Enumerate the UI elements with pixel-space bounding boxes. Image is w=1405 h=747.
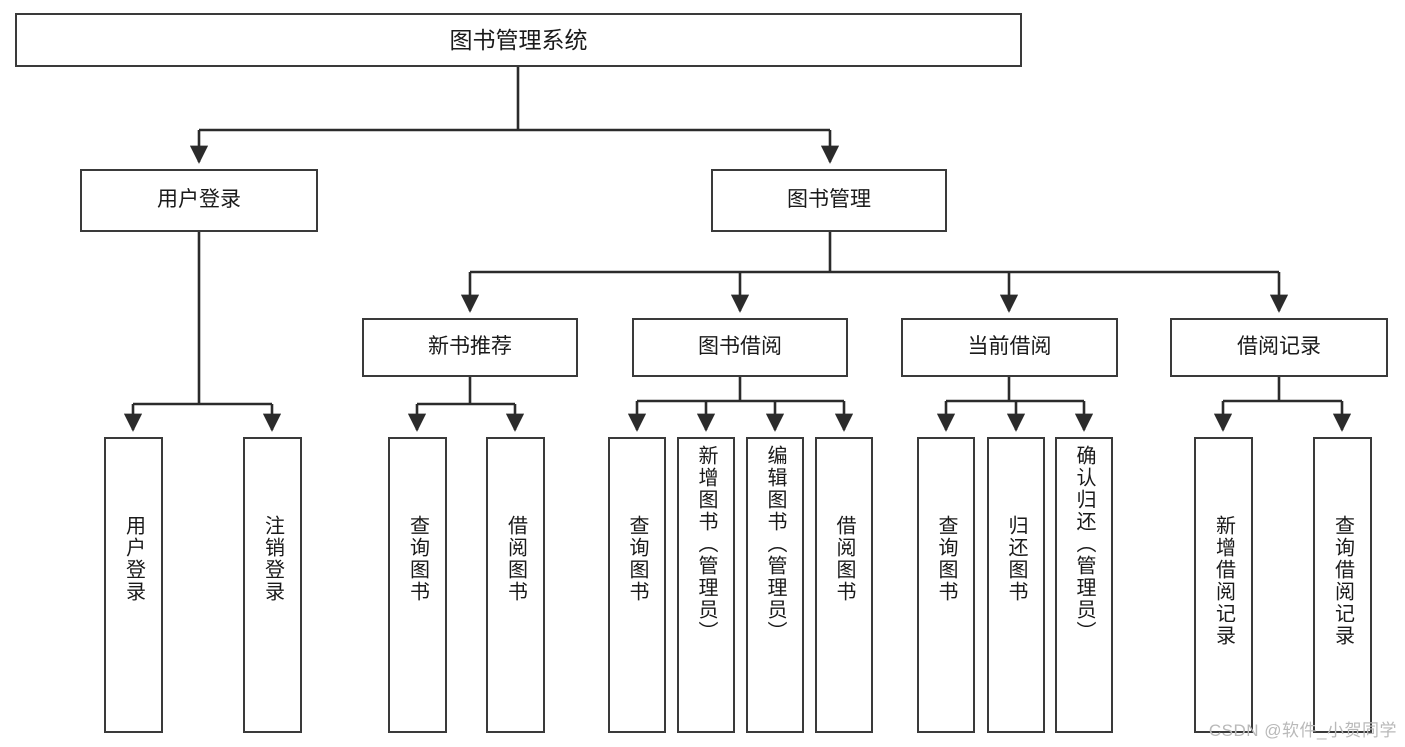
node-leaf-user-login-label: 用户登录	[122, 515, 145, 603]
node-leaf-query-record-label: 查询借阅记录	[1331, 515, 1354, 647]
node-leaf-add-book[interactable]: 新增图书（管理员）	[677, 437, 735, 733]
node-borrow-record[interactable]: 借阅记录	[1170, 318, 1388, 377]
node-root-label: 图书管理系统	[449, 26, 588, 53]
node-leaf-borrow-book-1[interactable]: 借阅图书	[486, 437, 545, 733]
node-leaf-add-record-label: 新增借阅记录	[1212, 515, 1235, 647]
node-new-book-rec-label: 新书推荐	[428, 335, 512, 359]
node-book-borrow[interactable]: 图书借阅	[632, 318, 848, 377]
node-user-login-label: 用户登录	[157, 188, 241, 212]
node-leaf-edit-book-label: 编辑图书（管理员）	[764, 445, 786, 643]
node-user-login[interactable]: 用户登录	[80, 169, 318, 232]
node-leaf-query-book-2[interactable]: 查询图书	[608, 437, 666, 733]
node-leaf-confirm-return[interactable]: 确认归还（管理员）	[1055, 437, 1113, 733]
node-new-book-rec[interactable]: 新书推荐	[362, 318, 578, 377]
node-leaf-query-book-1-label: 查询图书	[406, 515, 429, 603]
node-leaf-return-book[interactable]: 归还图书	[987, 437, 1045, 733]
node-leaf-borrow-book-1-label: 借阅图书	[504, 515, 527, 603]
node-leaf-add-book-label: 新增图书（管理员）	[695, 445, 717, 643]
node-leaf-add-record[interactable]: 新增借阅记录	[1194, 437, 1253, 733]
node-borrow-record-label: 借阅记录	[1237, 335, 1321, 359]
node-leaf-return-book-label: 归还图书	[1005, 515, 1027, 603]
node-leaf-edit-book[interactable]: 编辑图书（管理员）	[746, 437, 804, 733]
node-leaf-logout-label: 注销登录	[261, 515, 284, 603]
node-root-system[interactable]: 图书管理系统	[15, 13, 1022, 67]
csdn-watermark: CSDN @软件_小贺同学	[1208, 721, 1397, 740]
node-book-manage-label: 图书管理	[787, 188, 871, 212]
node-leaf-user-login[interactable]: 用户登录	[104, 437, 163, 733]
node-leaf-confirm-return-label: 确认归还（管理员）	[1073, 445, 1095, 643]
node-book-borrow-label: 图书借阅	[698, 335, 782, 359]
node-leaf-logout[interactable]: 注销登录	[243, 437, 302, 733]
node-leaf-query-book-3[interactable]: 查询图书	[917, 437, 975, 733]
node-leaf-query-record[interactable]: 查询借阅记录	[1313, 437, 1372, 733]
node-leaf-query-book-1[interactable]: 查询图书	[388, 437, 447, 733]
node-leaf-borrow-book-2-label: 借阅图书	[833, 515, 855, 603]
node-leaf-borrow-book-2[interactable]: 借阅图书	[815, 437, 873, 733]
node-book-manage[interactable]: 图书管理	[711, 169, 947, 232]
node-current-borrow-label: 当前借阅	[967, 335, 1052, 359]
node-leaf-query-book-3-label: 查询图书	[935, 515, 957, 603]
node-current-borrow[interactable]: 当前借阅	[901, 318, 1118, 377]
node-leaf-query-book-2-label: 查询图书	[626, 515, 648, 603]
